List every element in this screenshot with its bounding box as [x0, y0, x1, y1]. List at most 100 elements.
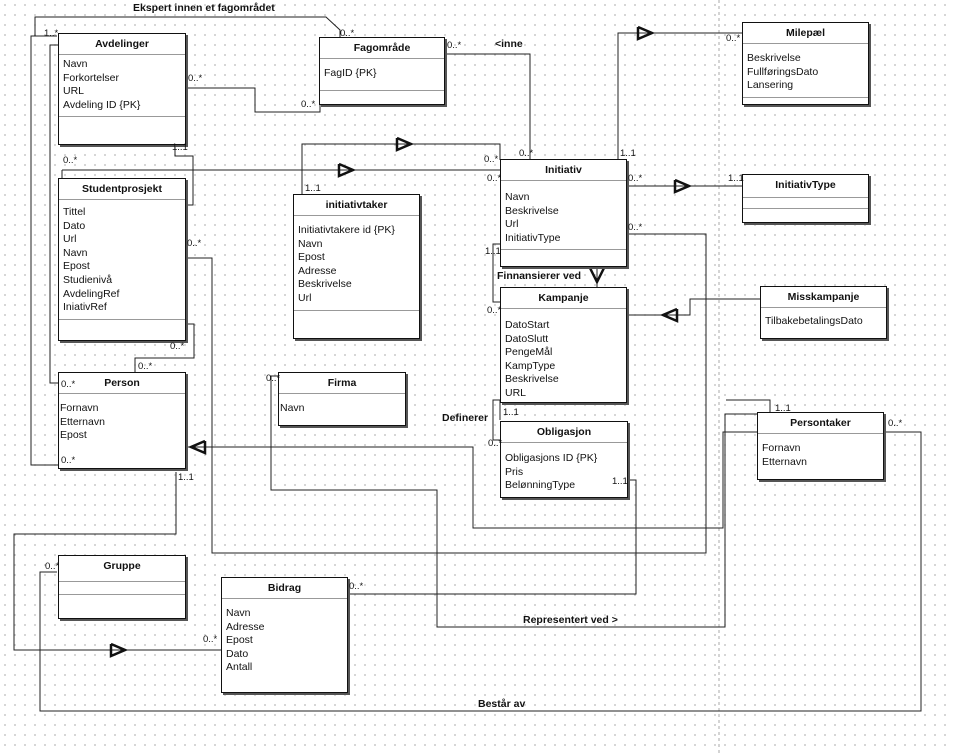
- class-title: Person: [59, 373, 185, 394]
- multiplicity: 0..*: [61, 455, 76, 466]
- multiplicity: 1..1: [503, 407, 519, 418]
- multiplicity: 0..*: [488, 438, 503, 449]
- assoc-person-bidrag-line: [13, 472, 221, 651]
- attribute: Studienivå: [63, 273, 113, 286]
- attribute-list: Navn Beskrivelse Url InitiativType: [501, 181, 626, 251]
- attribute: Beskrivelse: [505, 204, 559, 217]
- assoc-label-ekspert: Ekspert innen et fagområdet: [133, 2, 275, 14]
- attribute: Navn: [63, 246, 88, 259]
- class-persontaker[interactable]: Persontaker Fornavn Etternavn: [757, 412, 884, 480]
- assoc-kamp-oblig-line: [492, 399, 500, 441]
- attribute: Lansering: [747, 79, 794, 92]
- assoc-label-inne: <inne: [495, 38, 523, 50]
- attribute: URL: [505, 386, 527, 399]
- attribute-list: [743, 198, 868, 209]
- class-milepael[interactable]: Milepæl Beskrivelse FullføringsDato Lans…: [742, 22, 869, 105]
- class-gruppe[interactable]: Gruppe: [58, 555, 186, 619]
- multiplicity: 0..*: [203, 634, 218, 645]
- attribute-list: DatoStart DatoSlutt PengeMål KampType Be…: [501, 309, 626, 403]
- multiplicity: 0..*: [484, 154, 499, 165]
- multiplicity: 0..*: [45, 561, 60, 572]
- class-title: Avdelinger: [59, 34, 185, 55]
- attribute: Epost: [298, 251, 325, 264]
- class-kampanje[interactable]: Kampanje DatoStart DatoSlutt PengeMål Ka…: [500, 287, 627, 403]
- attribute: Initiativtakere id {PK}: [298, 224, 395, 236]
- attribute: Url: [505, 218, 519, 231]
- attribute: InitiativType: [505, 231, 561, 244]
- attribute: Antall: [226, 661, 253, 674]
- attribute: Epost: [63, 260, 90, 273]
- class-fagomrade[interactable]: Fagområde FagID {PK}: [319, 37, 445, 105]
- attribute: DatoSlutt: [505, 332, 549, 345]
- attribute: Url: [298, 291, 312, 304]
- class-firma[interactable]: Firma Navn: [278, 372, 406, 426]
- class-title: Kampanje: [501, 288, 626, 309]
- attribute: Beskrivelse: [505, 373, 559, 386]
- class-title: Studentprosjekt: [59, 179, 185, 200]
- class-title: Initiativ: [501, 160, 626, 181]
- class-title: Firma: [279, 373, 405, 394]
- attribute: Tittel: [63, 206, 86, 218]
- class-initiativtype[interactable]: InitiativType: [742, 174, 869, 223]
- arrow-head-finans: [588, 267, 606, 285]
- arrow-head-person: [187, 439, 207, 455]
- assoc-avd-fag-line: [185, 87, 321, 113]
- attribute: IniativRef: [63, 301, 107, 314]
- multiplicity: 0..*: [726, 33, 741, 44]
- class-misskampanje[interactable]: Misskampanje TilbakebetalingsDato: [760, 286, 887, 339]
- attribute-list: TilbakebetalingsDato: [761, 308, 886, 329]
- attribute: TilbakebetalingsDato: [765, 315, 863, 327]
- assoc-label-bestar: Består av: [478, 698, 526, 710]
- multiplicity: 1..1: [172, 142, 188, 153]
- class-initiativtaker[interactable]: initiativtaker Initiativtakere id {PK} N…: [293, 194, 420, 339]
- attribute: Adresse: [298, 264, 337, 277]
- attribute-list: Obligasjons ID {PK} Pris BelønningType: [501, 443, 627, 495]
- attribute-list: Beskrivelse FullføringsDato Lansering: [743, 44, 868, 98]
- multiplicity: 1..1: [620, 148, 636, 159]
- attribute: AvdelingRef: [63, 287, 120, 300]
- assoc-finans-line: [492, 243, 500, 303]
- class-title: initiativtaker: [294, 195, 419, 216]
- attribute-list: [59, 582, 185, 595]
- class-title: InitiativType: [743, 175, 868, 198]
- multiplicity: 1..1: [305, 183, 321, 194]
- class-initiativ[interactable]: Initiativ Navn Beskrivelse Url Initiativ…: [500, 159, 627, 267]
- assoc-persontaker-person-line: [185, 431, 757, 529]
- operations-section: [59, 117, 185, 127]
- attribute: Beskrivelse: [747, 52, 801, 64]
- assoc-milepael-line: [617, 32, 742, 160]
- attribute: Url: [63, 233, 77, 246]
- attribute-list: Navn: [279, 394, 405, 416]
- class-person[interactable]: Person Fornavn Etternavn Epost: [58, 372, 186, 469]
- attribute: KampType: [505, 359, 556, 372]
- multiplicity: 1..1: [178, 472, 194, 483]
- multiplicity: 0..*: [487, 305, 502, 316]
- attribute: Pris: [505, 465, 524, 478]
- attribute: Navn: [63, 58, 88, 70]
- attribute: FagID {PK}: [324, 67, 377, 79]
- class-title: Milepæl: [743, 23, 868, 44]
- attribute: Avdeling ID {PK}: [63, 98, 141, 111]
- multiplicity: 0..*: [301, 99, 316, 110]
- class-title: Gruppe: [59, 556, 185, 582]
- assoc-persontaker-loop-line: [726, 399, 771, 412]
- class-avdelinger[interactable]: Avdelinger Navn Forkortelser URL Avdelin…: [58, 33, 186, 145]
- multiplicity: 1..1: [485, 246, 501, 257]
- arrow-head-milepael: [636, 25, 656, 41]
- multiplicity: 0..*: [340, 28, 355, 39]
- class-bidrag[interactable]: Bidrag Navn Adresse Epost Dato Antall: [221, 577, 348, 693]
- attribute: FullføringsDato: [747, 65, 819, 78]
- assoc-stud-person-line: [134, 323, 195, 372]
- multiplicity: 1..1: [728, 173, 744, 184]
- class-title: Bidrag: [222, 578, 347, 599]
- multiplicity: 0..*: [170, 341, 185, 352]
- multiplicity: 0..*: [519, 148, 534, 159]
- attribute: Navn: [280, 402, 305, 414]
- attribute: Dato: [63, 219, 86, 232]
- assoc-bestar-line: [39, 431, 922, 712]
- attribute-list: Navn Adresse Epost Dato Antall: [222, 599, 347, 677]
- class-obligasjon[interactable]: Obligasjon Obligasjons ID {PK} Pris Belø…: [500, 421, 628, 498]
- assoc-avd-person-line: [30, 35, 58, 466]
- assoc-avd-person-line-2: [49, 44, 62, 384]
- class-studentprosjekt[interactable]: Studentprosjekt Tittel Dato Url Navn Epo…: [58, 178, 186, 341]
